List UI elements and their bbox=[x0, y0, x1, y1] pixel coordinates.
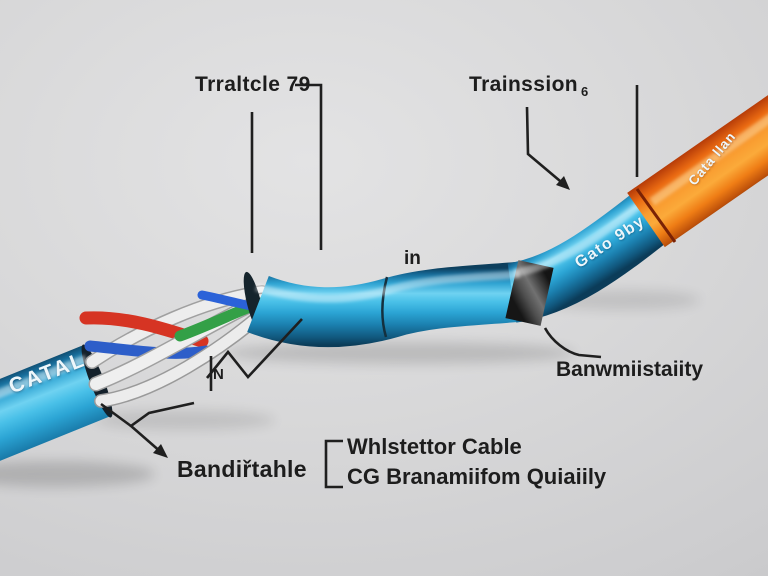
pointer-bandirtahle-b bbox=[128, 401, 195, 454]
pointer-bandirtahle-a bbox=[100, 402, 132, 428]
gray-band bbox=[505, 260, 554, 326]
cable-orange-tip bbox=[627, 95, 768, 248]
wire-white bbox=[95, 307, 269, 407]
arrowhead-trainssion bbox=[556, 176, 570, 190]
label-trraltcle-79: Trraltcle 79 bbox=[195, 73, 311, 97]
pointer-banwmiistaiity bbox=[543, 327, 602, 359]
label-whlstettor-cable: Whlstettor Cable bbox=[347, 434, 522, 459]
label-trainssion-text: Trainssion bbox=[469, 73, 579, 96]
exposed-wires bbox=[79, 285, 270, 408]
arrowhead-bandirtahle bbox=[153, 444, 168, 458]
pointer-79 bbox=[295, 83, 323, 250]
orange-blue-seam bbox=[635, 188, 677, 243]
pointer-wire-zigzag bbox=[205, 318, 303, 379]
label-bandirtahle: Bandiřtahle bbox=[177, 456, 307, 482]
label-cg-branamiifom: CG Branamiifom Quiaiily bbox=[347, 464, 607, 489]
label-center-block: Whlstettor Cable CG Branamiifom Quiaiily bbox=[347, 432, 606, 492]
label-trraltcle-text: Trraltcle 79 bbox=[195, 73, 311, 96]
label-in: in bbox=[404, 248, 421, 269]
jacket-seam-line bbox=[381, 276, 389, 338]
label-banwmiistaiity: Banwmiistaiity bbox=[556, 358, 704, 381]
pointer-trainssion bbox=[525, 106, 567, 187]
label-trainssion-subscript: 6 bbox=[581, 84, 589, 99]
cable-main bbox=[243, 184, 681, 348]
bracket-whlstettor bbox=[324, 439, 343, 489]
label-n-marker: N bbox=[213, 366, 224, 383]
pointer-lines bbox=[100, 83, 639, 489]
